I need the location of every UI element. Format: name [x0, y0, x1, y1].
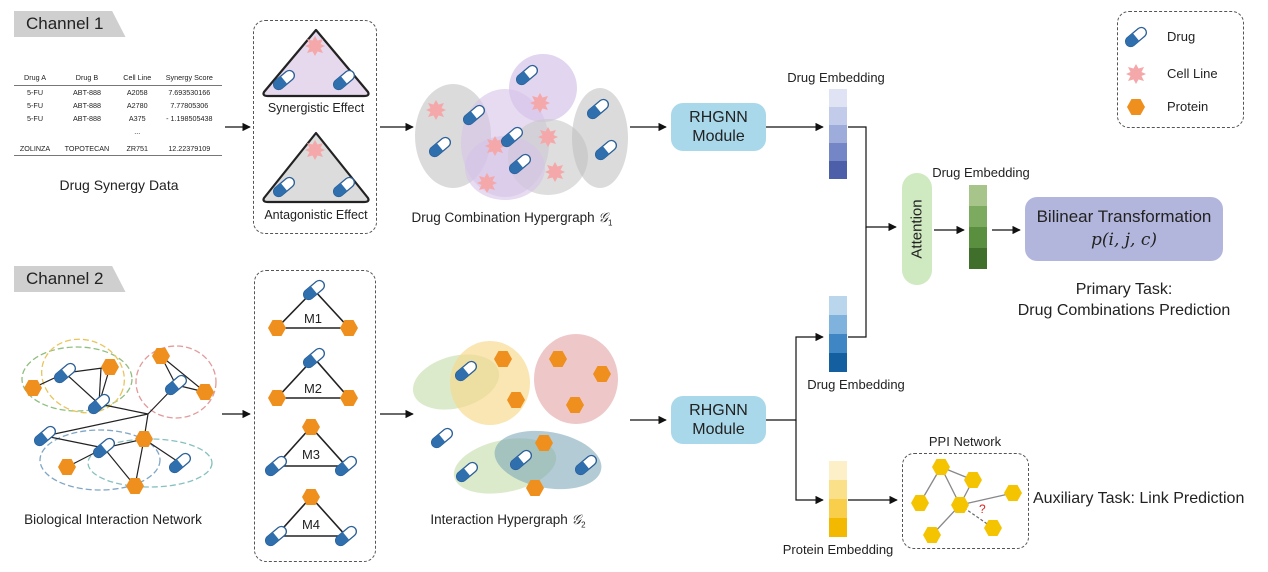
table-header: Cell Line [117, 72, 157, 86]
missing-link-question: ? [979, 502, 986, 516]
hypergraph2-caption: Interaction Hypergraph 𝒢2 [430, 512, 586, 530]
ppi-title: PPI Network [928, 434, 1002, 449]
legend-drug-label: Drug [1167, 29, 1196, 44]
table-header: Drug A [14, 72, 57, 86]
attention-block: Attention [902, 173, 932, 285]
effects-box [253, 20, 377, 234]
table-header: Drug B [56, 72, 118, 86]
table-header: Synergy Score [156, 72, 222, 86]
channel2-label: Channel 2 [14, 266, 126, 292]
motif-label: M3 [301, 447, 321, 462]
drug-embedding-label-mid: Drug Embedding [807, 377, 905, 392]
ppi-box [902, 453, 1029, 549]
hypergraph1-visual [415, 54, 628, 200]
hypergraph1-caption: Drug Combination Hypergraph 𝒢1 [411, 210, 613, 228]
arrow-embedding-to-attention [848, 126, 897, 232]
drug-synergy-table: Drug A Drug B Cell Line Synergy Score 5-… [14, 72, 222, 156]
line-mid-embedding-to-attention [848, 227, 867, 338]
motif-m3 [274, 425, 348, 467]
synergistic-triangle [262, 28, 370, 98]
primary-task-label: Primary Task: Drug Combinations Predicti… [1017, 281, 1231, 319]
protein-embedding-label: Protein Embedding [782, 542, 894, 557]
motifs-box [254, 270, 376, 562]
drug-embedding-fused [969, 185, 987, 269]
drug-embedding-label-top: Drug Embedding [787, 70, 885, 85]
arrow-module2-to-drug-embedding [766, 332, 824, 421]
drug-embedding-label-fused: Drug Embedding [932, 165, 1030, 180]
arrow-module2-to-protein-embedding [795, 420, 824, 505]
channel1-label: Channel 1 [14, 11, 126, 37]
legend-cell-line-label: Cell Line [1167, 66, 1218, 81]
antagonistic-triangle [262, 131, 370, 204]
auxiliary-task-label: Auxiliary Task: Link Prediction [1033, 490, 1245, 507]
motif-label: M1 [303, 311, 323, 326]
synergistic-label: Synergistic Effect [267, 101, 365, 115]
drug-embedding-top [829, 89, 847, 179]
legend-protein-label: Protein [1167, 99, 1209, 114]
protein-embedding [829, 461, 847, 537]
table-ellipsis-row: ... [134, 127, 141, 136]
motif-m4 [274, 495, 348, 537]
hypergraph2-visual [412, 334, 618, 496]
ppi-network-visual [911, 459, 1022, 543]
motif-m1 [275, 288, 351, 329]
drug-embedding-mid [829, 296, 847, 372]
motif-label: M4 [301, 517, 321, 532]
antagonistic-label: Antagonistic Effect [264, 208, 368, 222]
biological-network-visual [21, 338, 217, 494]
biological-network-caption: Biological Interaction Network [24, 512, 202, 527]
bilinear-transformation: Bilinear Transformation p(i, j, c) [1025, 197, 1223, 261]
drug-synergy-caption: Drug Synergy Data [59, 177, 179, 193]
motif-m2 [275, 356, 351, 399]
motif-label: M2 [303, 381, 323, 396]
legend-box [1117, 11, 1244, 128]
